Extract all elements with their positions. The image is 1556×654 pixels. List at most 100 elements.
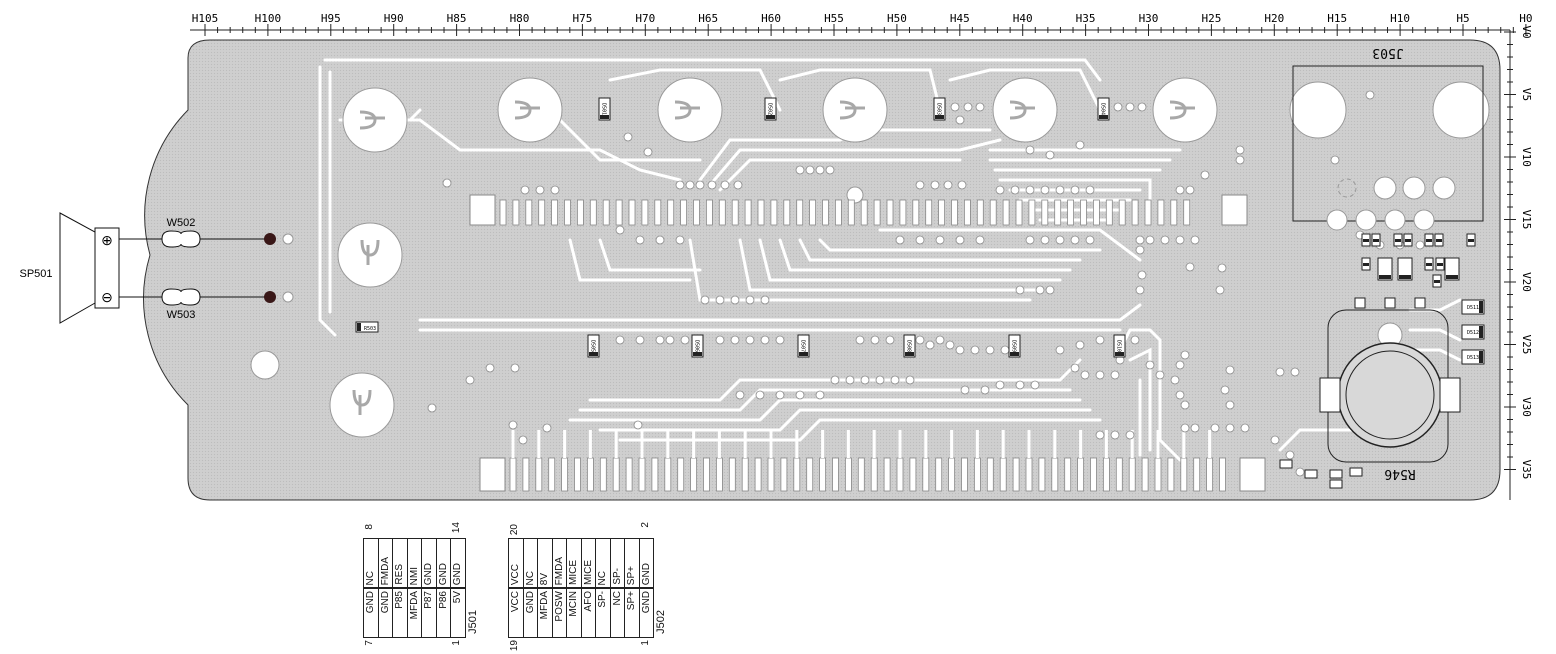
via bbox=[427, 403, 437, 413]
via bbox=[1225, 423, 1235, 433]
edge-finger bbox=[870, 457, 878, 492]
j502-top-pin-label: NC bbox=[524, 570, 536, 585]
via bbox=[550, 185, 560, 195]
via bbox=[875, 375, 885, 385]
j501-top-pin-label: GND bbox=[437, 562, 449, 585]
edge-finger bbox=[793, 457, 801, 492]
via bbox=[1225, 365, 1235, 375]
edge-finger bbox=[1105, 199, 1113, 226]
edge-finger bbox=[989, 199, 997, 226]
edge-finger bbox=[899, 199, 907, 226]
edge-connector-bottom bbox=[479, 430, 1266, 492]
via bbox=[1175, 235, 1185, 245]
via bbox=[890, 375, 900, 385]
via bbox=[1015, 380, 1025, 390]
smd-label: D503 bbox=[936, 103, 942, 115]
edge-finger bbox=[638, 457, 646, 492]
via bbox=[1125, 102, 1135, 112]
via bbox=[950, 102, 960, 112]
via bbox=[830, 375, 840, 385]
via bbox=[955, 345, 965, 355]
edge-finger bbox=[612, 457, 620, 492]
edge-finger bbox=[1090, 457, 1097, 492]
h-scale-label: H85 bbox=[447, 12, 467, 25]
via bbox=[1070, 185, 1080, 195]
edge-finger bbox=[615, 199, 623, 226]
j502-top-pin-cell: 8V bbox=[537, 538, 553, 588]
via bbox=[1185, 262, 1195, 272]
edge-finger bbox=[1141, 457, 1149, 492]
j502-top-pin-label: MICE bbox=[568, 560, 579, 585]
edge-finger bbox=[835, 199, 842, 226]
smd-pad bbox=[1349, 467, 1363, 477]
smd-label: D506 bbox=[694, 340, 700, 352]
copper-traces bbox=[318, 58, 1462, 462]
via bbox=[935, 335, 945, 345]
via bbox=[1285, 450, 1295, 460]
edge-finger bbox=[641, 199, 649, 226]
via bbox=[1080, 370, 1090, 380]
via bbox=[1095, 335, 1105, 345]
via bbox=[685, 180, 695, 190]
j501-name-label: J501 bbox=[466, 610, 479, 634]
edge-finger bbox=[961, 457, 968, 492]
edge-finger bbox=[564, 199, 571, 226]
via bbox=[825, 165, 835, 175]
edge-finger bbox=[935, 457, 943, 492]
j502-bottom-pin-cell: GND bbox=[522, 588, 538, 638]
h-scale-label: H90 bbox=[384, 12, 404, 25]
h-scale-label: H5 bbox=[1456, 12, 1469, 25]
edge-finger bbox=[744, 199, 752, 226]
edge-finger bbox=[819, 457, 826, 492]
edge-finger bbox=[728, 457, 736, 492]
via bbox=[1075, 340, 1085, 350]
j502-top-pin-label: NC bbox=[597, 570, 608, 585]
edge-finger bbox=[1183, 199, 1191, 226]
smd-label: D509 bbox=[1011, 340, 1017, 352]
smd-part: D509 bbox=[1008, 334, 1021, 358]
edge-finger bbox=[548, 457, 556, 492]
via bbox=[1085, 185, 1095, 195]
edge-finger bbox=[909, 457, 917, 492]
j502-top-pin-cell: MICE bbox=[580, 538, 596, 588]
edge-finger bbox=[538, 199, 546, 226]
wire-solder-point bbox=[264, 233, 276, 245]
smd-pad bbox=[1304, 469, 1318, 479]
j502-bottom-pin-label: NC bbox=[611, 591, 623, 606]
smd-label: D502 bbox=[767, 103, 773, 115]
edge-finger bbox=[599, 457, 607, 492]
via bbox=[675, 235, 685, 245]
j502-bottom-pin-cell: GND bbox=[638, 588, 654, 638]
edge-finger bbox=[1041, 199, 1049, 226]
via bbox=[1225, 400, 1235, 410]
edge-finger bbox=[999, 457, 1007, 492]
via bbox=[1180, 423, 1190, 433]
smd-label: D501 bbox=[601, 103, 607, 115]
via bbox=[520, 185, 530, 195]
via bbox=[855, 335, 865, 345]
speaker-wires bbox=[119, 230, 270, 306]
via bbox=[1145, 235, 1155, 245]
via bbox=[720, 180, 730, 190]
via bbox=[615, 335, 625, 345]
edge-finger bbox=[951, 199, 958, 226]
j501-pin-number: 14 bbox=[451, 522, 462, 534]
edge-finger bbox=[680, 199, 687, 226]
edge-finger bbox=[1180, 457, 1188, 492]
edge-finger bbox=[1219, 457, 1226, 492]
edge-finger bbox=[1080, 199, 1087, 226]
via bbox=[795, 165, 805, 175]
edge-finger bbox=[925, 199, 933, 226]
via bbox=[1025, 185, 1035, 195]
j502-bottom-pin-label: SP- bbox=[597, 591, 608, 608]
smd-part bbox=[1361, 257, 1371, 271]
edge-finger bbox=[1144, 199, 1152, 226]
h-scale-label: H35 bbox=[1076, 12, 1096, 25]
h-scale-label: H15 bbox=[1327, 12, 1347, 25]
v-scale-label: V0 bbox=[1520, 25, 1533, 38]
smd-label: D513 bbox=[1467, 355, 1479, 361]
edge-finger bbox=[703, 457, 710, 492]
